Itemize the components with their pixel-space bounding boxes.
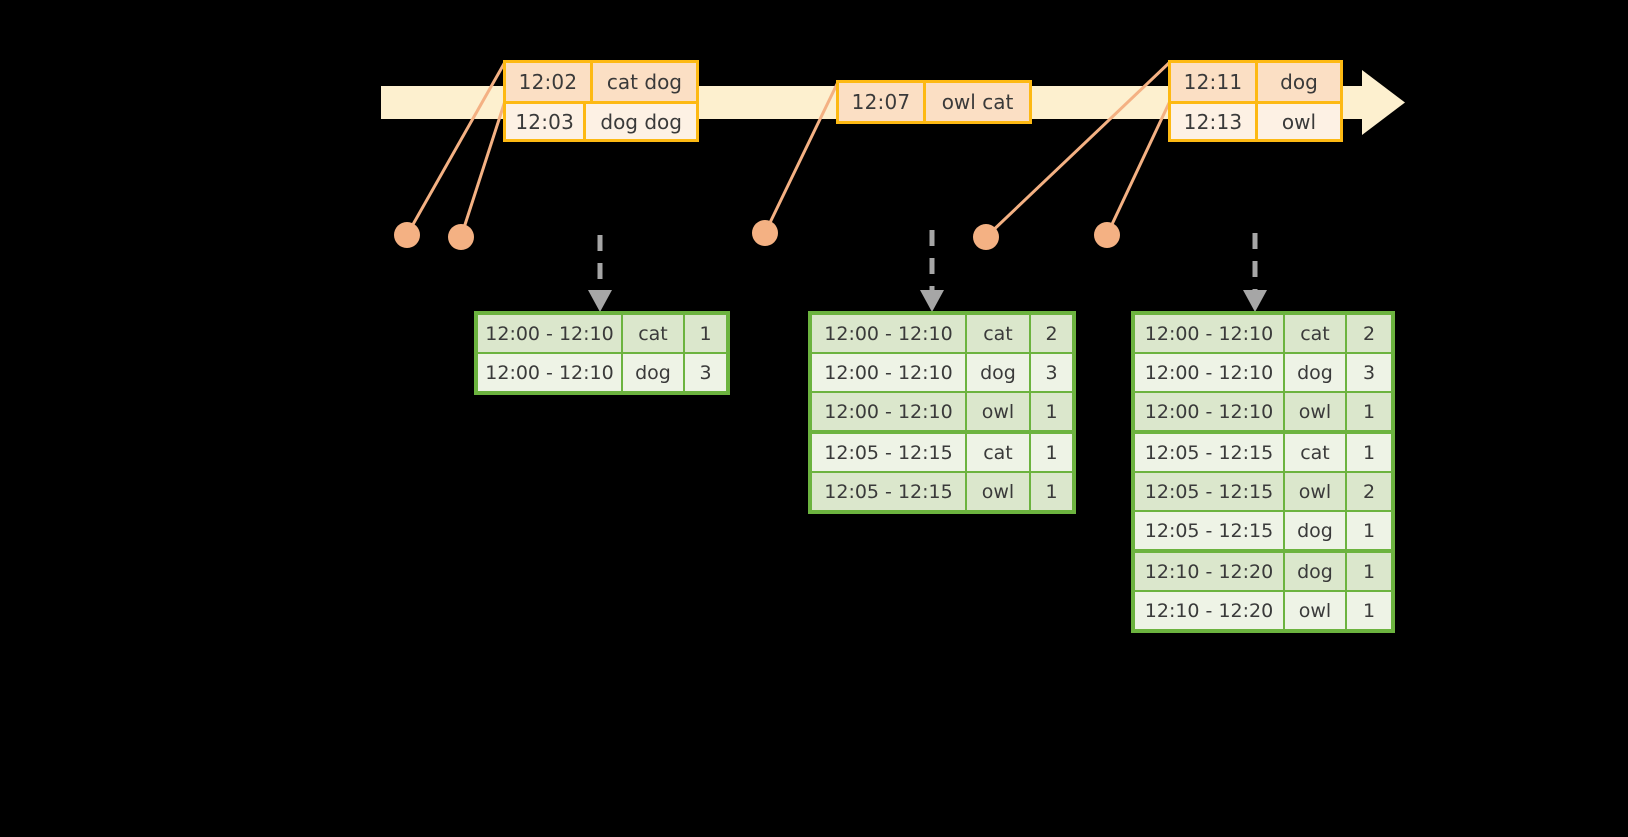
window-cell: 12:10 - 12:20 [1135,592,1283,629]
dot-1 [394,222,420,248]
event-words: cat dog [589,63,696,101]
count-cell: 1 [1347,434,1391,471]
window-cell: 12:05 - 12:15 [812,434,965,471]
window-cell: 12:00 - 12:10 [1135,354,1283,391]
word-cell: cat [967,315,1029,352]
word-cell: cat [623,315,683,352]
down-arrow-2-head [920,290,944,312]
window-cell: 12:00 - 12:10 [1135,393,1283,430]
count-cell: 1 [1031,393,1072,430]
word-cell: owl [967,393,1029,430]
window-cell: 12:00 - 12:10 [812,315,965,352]
event-words: dog [1255,63,1340,101]
count-cell: 1 [1347,393,1391,430]
event-connector-line [1105,100,1172,236]
dot-5 [1094,222,1120,248]
down-arrow-1-head [588,290,612,312]
count-cell: 2 [1031,315,1072,352]
word-cell: cat [967,434,1029,471]
count-cell: 1 [685,315,726,352]
dot-3 [752,220,778,246]
word-cell: cat [1285,434,1345,471]
window-cell: 12:10 - 12:20 [1135,553,1283,590]
word-cell: dog [623,354,683,391]
window-cell: 12:00 - 12:10 [812,393,965,430]
dot-2 [448,224,474,250]
timeline-arrowhead [1362,70,1405,135]
window-cell: 12:05 - 12:15 [1135,473,1283,510]
count-cell: 3 [1031,354,1072,391]
word-cell: owl [1285,393,1345,430]
count-cell: 2 [1347,473,1391,510]
word-cell: owl [1285,592,1345,629]
count-cell: 3 [685,354,726,391]
event-connector-line [459,100,507,238]
event-connector-line [405,61,507,236]
window-cell: 12:00 - 12:10 [478,354,621,391]
window-cell: 12:00 - 12:10 [1135,315,1283,352]
count-cell: 1 [1347,553,1391,590]
event-timestamp: 12:02 [506,63,590,101]
window-cell: 12:05 - 12:15 [1135,434,1283,471]
window-cell: 12:05 - 12:15 [1135,512,1283,549]
event-words: dog dog [583,104,696,139]
event-timestamp: 12:13 [1171,104,1255,139]
word-cell: dog [1285,512,1345,549]
window-cell: 12:00 - 12:10 [478,315,621,352]
event-timestamp: 12:11 [1171,63,1255,101]
window-cell: 12:00 - 12:10 [812,354,965,391]
event-timestamp: 12:03 [506,104,584,139]
word-cell: dog [1285,354,1345,391]
count-cell: 1 [1347,592,1391,629]
count-cell: 1 [1347,512,1391,549]
event-words: owl [1255,104,1340,139]
event-connector-line [763,81,840,234]
word-cell: dog [967,354,1029,391]
dot-4 [973,224,999,250]
window-cell: 12:05 - 12:15 [812,473,965,510]
word-cell: cat [1285,315,1345,352]
count-cell: 3 [1347,354,1391,391]
word-cell: owl [967,473,1029,510]
word-cell: dog [1285,553,1345,590]
word-cell: owl [1285,473,1345,510]
down-arrow-3-head [1243,290,1267,312]
count-cell: 2 [1347,315,1391,352]
count-cell: 1 [1031,434,1072,471]
count-cell: 1 [1031,473,1072,510]
event-words: owl cat [923,83,1029,121]
event-timestamp: 12:07 [839,83,923,121]
